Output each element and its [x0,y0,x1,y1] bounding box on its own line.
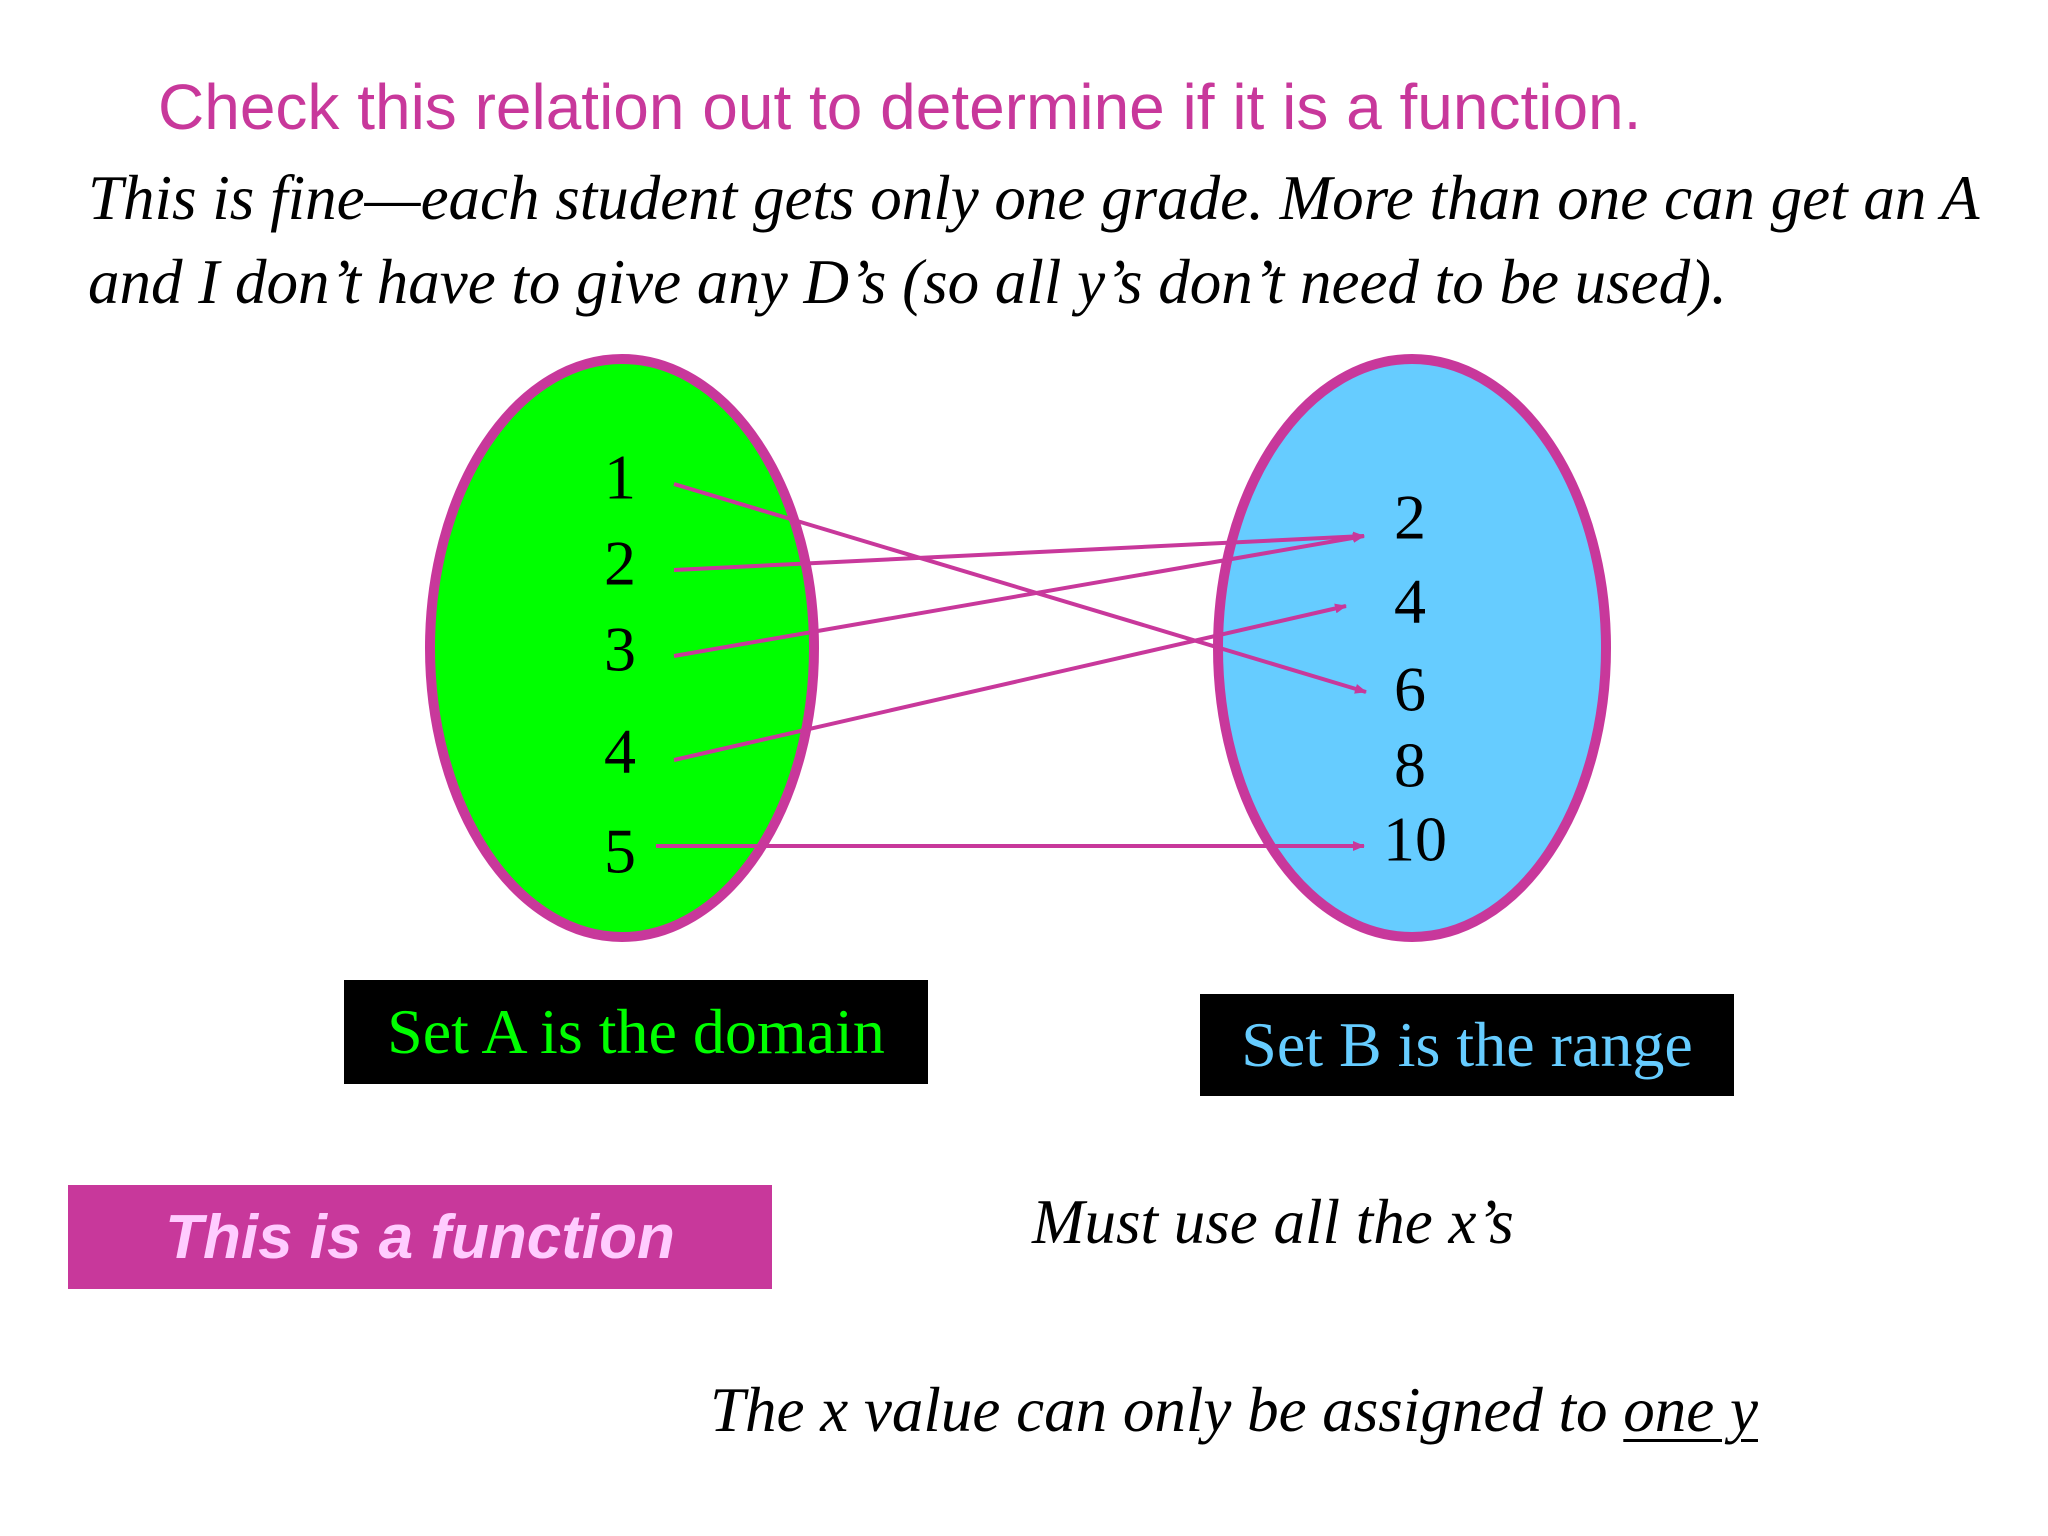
domain-value: 5 [604,816,636,887]
intro-text: This is fine—each student gets only one … [88,163,1979,317]
domain-label: Set A is the domain [344,980,928,1084]
range-label: Set B is the range [1200,994,1734,1096]
mapping-arrows [656,482,1367,851]
must-use-all-x-note: Must use all the x’s [1032,1187,1514,1257]
mapping-arrow [673,531,1365,572]
mapping-arrow [673,603,1347,762]
domain-value: 4 [604,716,636,787]
range-value: 10 [1383,804,1447,875]
domain-values: 1 2 3 4 5 [604,442,636,887]
one-y-rule: The x value can only be assigned to one … [710,1374,1758,1447]
mapping-arrow [673,532,1365,658]
set-a-ellipse [425,354,819,942]
domain-value: 1 [604,442,636,513]
rule-text: The x value can only be assigned to [710,1375,1624,1445]
function-badge: This is a function [68,1185,772,1289]
domain-value: 2 [604,528,636,599]
range-value: 2 [1394,482,1426,553]
rule-emphasis: one y [1623,1375,1758,1445]
mapping-arrow [673,482,1367,694]
range-value: 8 [1394,730,1426,801]
range-value: 6 [1394,654,1426,725]
slide-title: Check this relation out to determine if … [158,71,1642,143]
range-value: 4 [1394,566,1426,637]
domain-value: 3 [604,614,636,685]
